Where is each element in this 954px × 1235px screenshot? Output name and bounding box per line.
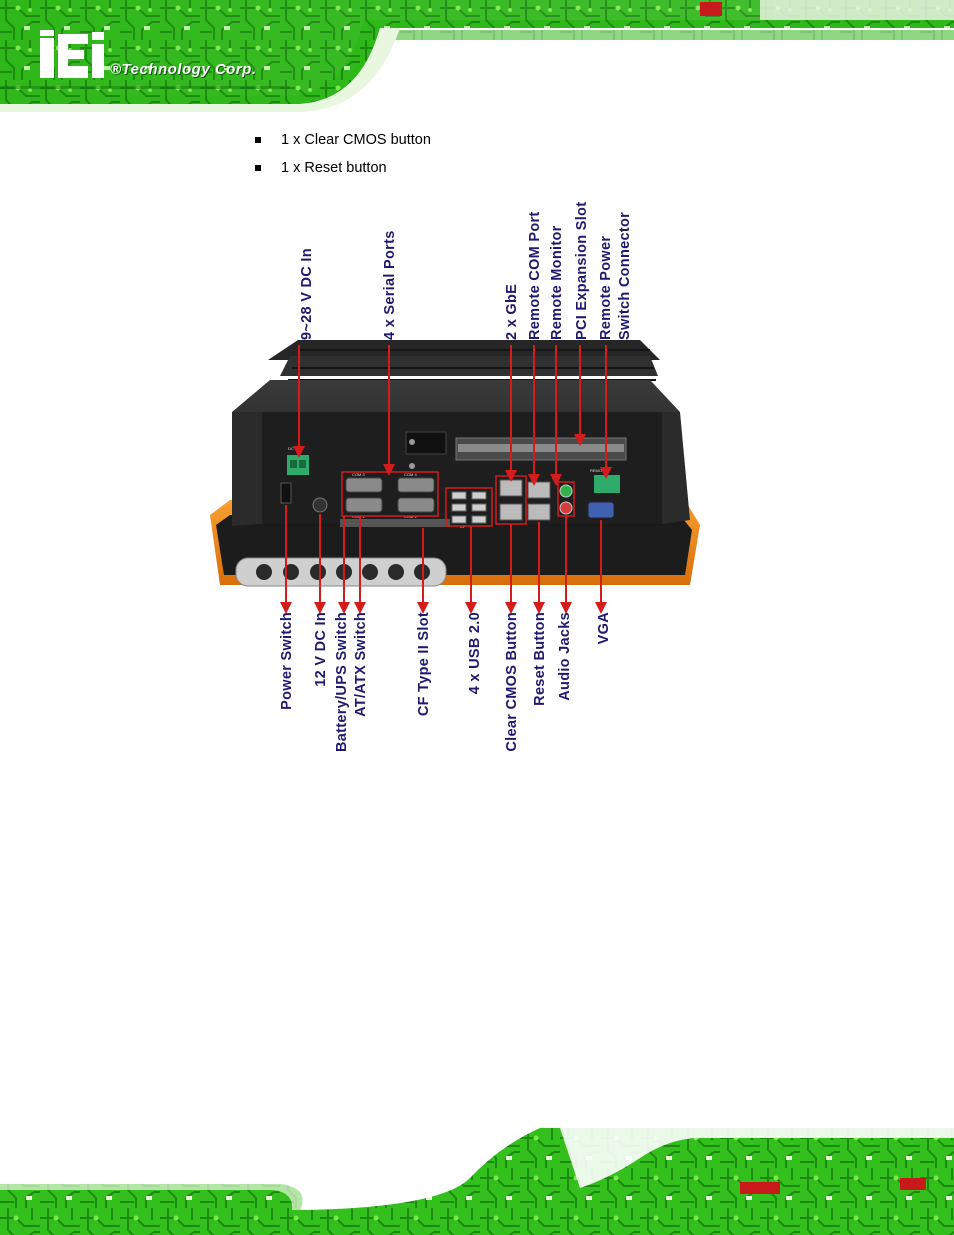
bullet-icon [255, 137, 261, 143]
label-dc-in-9-28v: 9~28 V DC In [299, 248, 315, 340]
label-remote-power: Remote Power [598, 236, 614, 340]
bottom-labels: Power Switch 12 V DC In Battery/UPS Swit… [279, 612, 612, 752]
iei-logo [40, 30, 104, 78]
label-clear-cmos-button: Clear CMOS Button [504, 612, 520, 752]
company-name: ®Technology Corp. [110, 61, 257, 78]
feature-list: 1 x Clear CMOS button 1 x Reset button [255, 130, 431, 186]
label-vga: VGA [596, 612, 612, 645]
label-remote-com-port: Remote COM Port [527, 211, 543, 340]
label-dc-in-12v: 12 V DC In [313, 612, 329, 687]
dc-in-marking: DC IN [288, 446, 299, 451]
header-banner: ®Technology Corp. [0, 0, 954, 118]
label-usb: 4 x USB 2.0 [467, 612, 483, 694]
top-callout-arrows [293, 345, 612, 486]
bottom-callout-arrows [280, 505, 607, 614]
label-switch-connector: Switch Connector [617, 212, 633, 340]
rear-panel-diagram: DC IN COM 3 COM 4 COM 1 COM 2 CF REMOTE [210, 202, 700, 752]
label-audio-jacks: Audio Jacks [557, 612, 573, 701]
com4-marking: COM 4 [404, 472, 417, 477]
rear-panel-figure: DC IN COM 3 COM 4 COM 1 COM 2 CF REMOTE [180, 180, 740, 775]
circuit-board-graphic [0, 0, 954, 118]
label-reset-button: Reset Button [532, 612, 548, 706]
label-at-atx-switch: AT/ATX Switch [353, 612, 369, 717]
remote-marking: REMOTE [590, 468, 607, 473]
label-cf-slot: CF Type II Slot [416, 612, 432, 716]
com3-marking: COM 3 [352, 472, 365, 477]
footer-banner [0, 1128, 954, 1235]
label-remote-monitor: Remote Monitor [549, 225, 565, 340]
label-power-switch: Power Switch [279, 612, 295, 710]
list-item: 1 x Clear CMOS button [255, 130, 431, 158]
label-serial-ports: 4 x Serial Ports [382, 230, 398, 340]
label-gbe: 2 x GbE [504, 284, 520, 340]
label-pci-expansion-slot: PCI Expansion Slot [574, 202, 590, 340]
circuit-board-graphic [0, 1128, 954, 1235]
list-item: 1 x Reset button [255, 158, 431, 186]
top-labels: 9~28 V DC In 4 x Serial Ports 2 x GbE Re… [299, 202, 633, 340]
bullet-icon [255, 165, 261, 171]
device-photo: DC IN COM 3 COM 4 COM 1 COM 2 CF REMOTE [210, 340, 700, 587]
label-battery-ups-switch: Battery/UPS Switch [334, 612, 350, 752]
